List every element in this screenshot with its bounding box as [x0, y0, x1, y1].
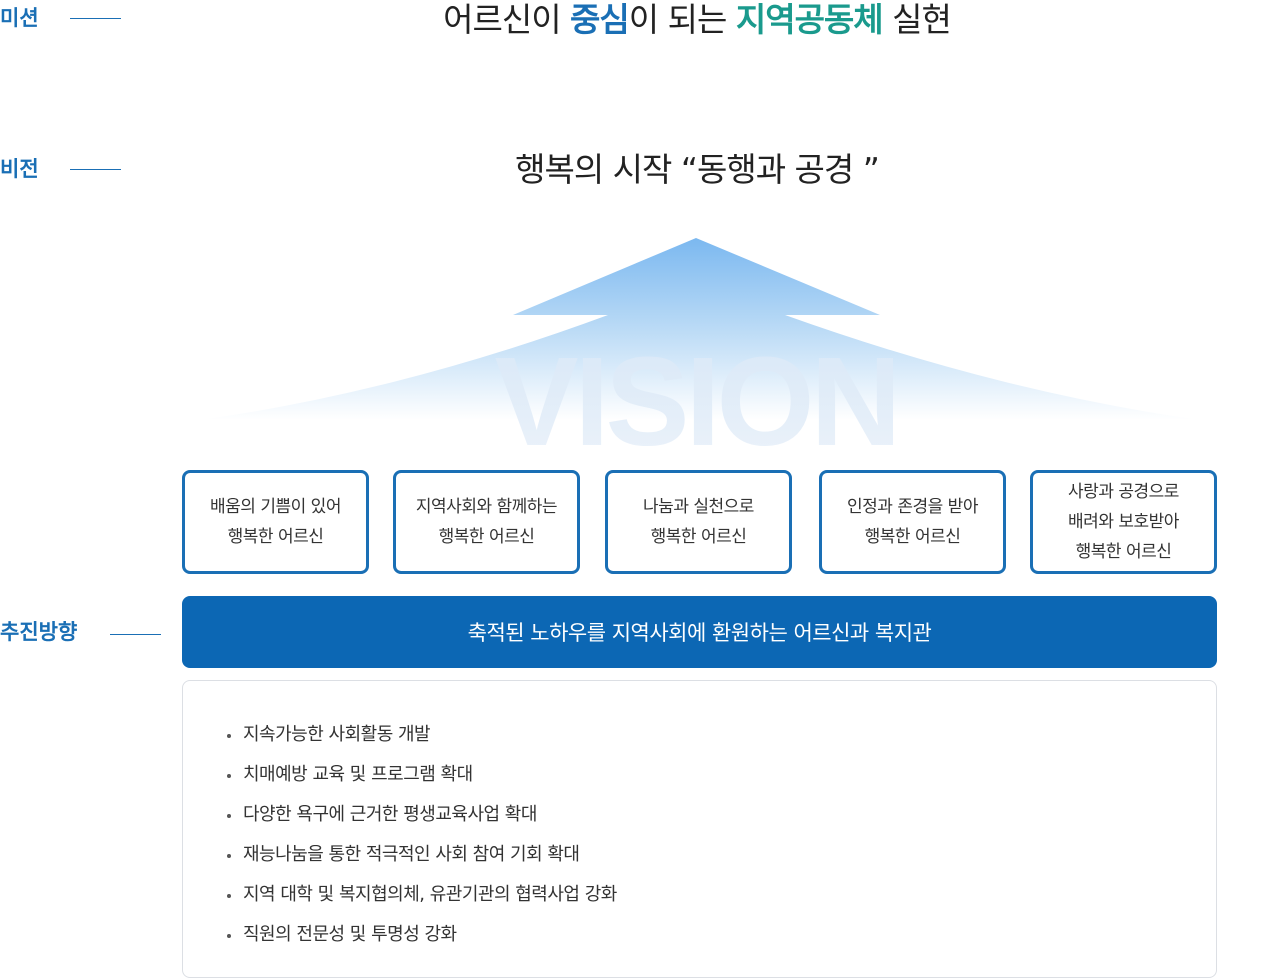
value-box-community: 지역사회와 함께하는 행복한 어르신	[393, 470, 580, 574]
direction-banner: 축적된 노하우를 지역사회에 환원하는 어르신과 복지관	[182, 596, 1217, 668]
task-list: 지속가능한 사회활동 개발 치매예방 교육 및 프로그램 확대 다양한 욕구에 …	[183, 681, 1216, 955]
mission-highlight-center: 중심	[570, 0, 630, 39]
task-item: 다양한 욕구에 근거한 평생교육사업 확대	[227, 795, 1216, 835]
value-line: 지역사회와 함께하는	[415, 497, 558, 517]
task-item: 지속가능한 사회활동 개발	[227, 715, 1216, 755]
direction-divider	[110, 634, 161, 635]
vision-statement: 행복의 시작 “동행과 공경 ”	[515, 150, 880, 189]
mission-divider	[70, 18, 121, 19]
value-line: 나눔과 실천으로	[643, 497, 754, 517]
task-list-panel: 지속가능한 사회활동 개발 치매예방 교육 및 프로그램 확대 다양한 욕구에 …	[182, 680, 1217, 978]
value-line: 사랑과 공경으로	[1068, 482, 1179, 502]
vision-divider	[70, 169, 121, 170]
arrow-shape	[200, 238, 1200, 420]
value-box-respect: 인정과 존경을 받아 행복한 어르신	[819, 470, 1006, 574]
value-line: 행복한 어르신	[227, 527, 324, 547]
value-line: 행복한 어르신	[864, 527, 961, 547]
mission-text-part2: 이 되는	[628, 0, 736, 39]
mission-statement: 어르신이 중심이 되는 지역공동체 실현	[352, 0, 1042, 40]
value-line: 행복한 어르신	[650, 527, 747, 547]
value-line: 배려와 보호받아	[1068, 512, 1179, 532]
task-item: 치매예방 교육 및 프로그램 확대	[227, 755, 1216, 795]
direction-label: 추진방향	[0, 620, 78, 644]
task-item: 직원의 전문성 및 투명성 강화	[227, 915, 1216, 955]
mission-text-part3: 실현	[882, 0, 952, 39]
value-line: 행복한 어르신	[438, 527, 535, 547]
mission-label: 미션	[0, 6, 39, 30]
task-item: 재능나눔을 통한 적극적인 사회 참여 기회 확대	[227, 835, 1216, 875]
vision-arrow-graphic: VISION	[200, 238, 1200, 448]
mission-highlight-community: 지역공동체	[735, 0, 884, 39]
mission-text-part1: 어르신이	[443, 0, 571, 39]
vision-label: 비전	[0, 157, 39, 181]
value-box-care: 사랑과 공경으로 배려와 보호받아 행복한 어르신	[1030, 470, 1217, 574]
value-line: 배움의 기쁨이 있어	[210, 497, 341, 517]
value-box-learning: 배움의 기쁨이 있어 행복한 어르신	[182, 470, 369, 574]
task-item: 지역 대학 및 복지협의체, 유관기관의 협력사업 강화	[227, 875, 1216, 915]
value-line: 인정과 존경을 받아	[847, 497, 978, 517]
value-line: 행복한 어르신	[1075, 542, 1172, 562]
value-box-sharing: 나눔과 실천으로 행복한 어르신	[605, 470, 792, 574]
vision-watermark: VISION	[494, 331, 897, 448]
